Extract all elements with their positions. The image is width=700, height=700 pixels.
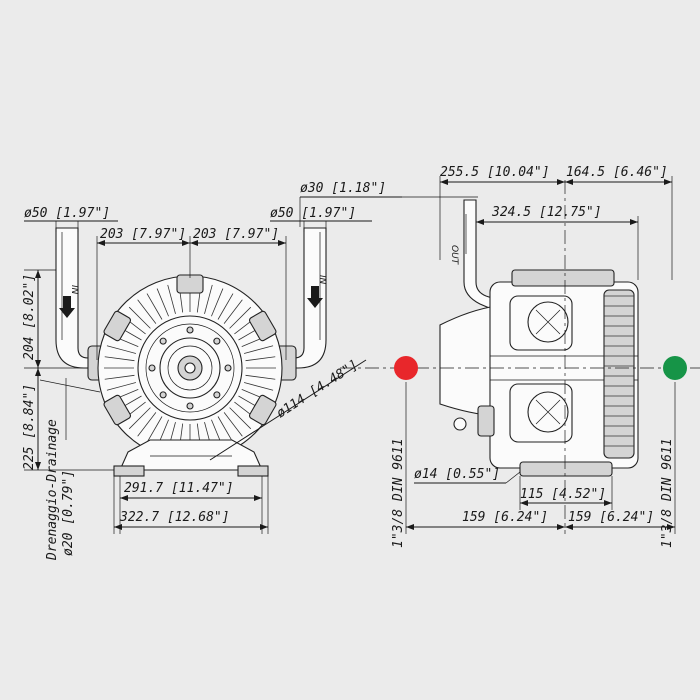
dim-base-width: 322.7 [12.68"] — [113, 476, 269, 534]
svg-text:ø14 [0.55"]: ø14 [0.55"] — [414, 467, 500, 482]
out-label: OUT — [449, 245, 459, 266]
svg-text:322.7 [12.68"]: 322.7 [12.68"] — [119, 510, 230, 525]
left-in-arrow: IN — [59, 285, 79, 318]
svg-text:164.5 [6.46"]: 164.5 [6.46"] — [566, 165, 668, 180]
shaft-spec-right: 1"3/8 DIN 9611 — [660, 438, 675, 548]
dim-half-widths: 203 [7.97"] 203 [7.97"] — [96, 227, 287, 360]
cone-coupling — [439, 305, 497, 417]
side-housing — [453, 269, 639, 477]
right-marker-green — [663, 356, 687, 380]
dim-hole-spacing: 115 [4.52"] — [519, 476, 613, 510]
left-marker-red — [394, 356, 418, 380]
svg-text:159 [6.24"]: 159 [6.24"] — [462, 510, 548, 525]
side-view: OUT — [340, 165, 700, 548]
dim-top-offsets: 255.5 [10.04"] 164.5 [6.46"] — [439, 165, 673, 280]
drain-callout: Drenaggio-Drainage ø20 [0.79"] — [39, 378, 101, 561]
dim-body-length: 324.5 [12.75"] — [476, 205, 639, 280]
svg-text:203 [7.97"]: 203 [7.97"] — [100, 227, 186, 242]
dim-inlet-height: 204 [8.02"] — [22, 274, 37, 360]
dim-hole-diameter: ø14 [0.55"] — [414, 467, 521, 484]
dim-drain-diameter: ø20 [0.79"] — [61, 470, 76, 556]
svg-text:115 [4.52"]: 115 [4.52"] — [520, 487, 606, 502]
dim-vertical-left: 204 [8.02"] 225 [8.84"] — [22, 269, 114, 471]
dim-shaft-height: 225 [8.84"] — [22, 384, 37, 470]
svg-text:ø30 [1.18"]: ø30 [1.18"] — [300, 181, 386, 196]
svg-text:291.7 [11.47"]: 291.7 [11.47"] — [124, 481, 234, 496]
svg-text:ø50 [1.97"]: ø50 [1.97"] — [270, 206, 356, 221]
pump-base — [113, 439, 269, 477]
svg-text:159 [6.24"]: 159 [6.24"] — [568, 510, 654, 525]
right-in-arrow: IN — [307, 275, 327, 308]
dim-foot-spacing: 291.7 [11.47"] — [119, 476, 263, 534]
drain-label: Drenaggio-Drainage — [45, 419, 60, 561]
right-in-label: IN — [317, 275, 327, 285]
dim-shaft-lengths: 159 [6.24"] 159 [6.24"] — [406, 510, 675, 530]
shaft-spec-left: 1"3/8 DIN 9611 — [391, 438, 406, 548]
svg-text:203 [7.97"]: 203 [7.97"] — [193, 227, 279, 242]
svg-text:324.5 [12.75"]: 324.5 [12.75"] — [491, 205, 602, 220]
svg-text:255.5 [10.04"]: 255.5 [10.04"] — [440, 165, 550, 180]
radial-pump-body — [97, 274, 283, 462]
front-view: IN IN ø50 — [22, 181, 478, 561]
svg-text:ø50 [1.97"]: ø50 [1.97"] — [24, 206, 110, 221]
dim-left-inlet-diameter: ø50 [1.97"] — [24, 206, 118, 232]
dim-right-inlet-diameter: ø50 [1.97"] — [270, 206, 372, 232]
left-in-label: IN — [69, 285, 79, 295]
